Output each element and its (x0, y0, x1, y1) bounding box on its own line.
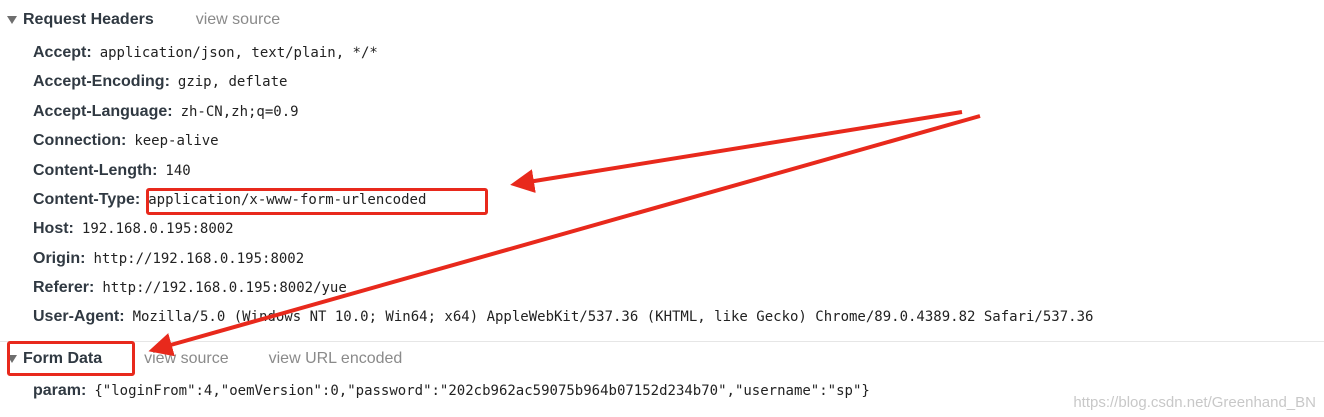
form-data-highlight-box (7, 341, 135, 376)
header-value: 140 (165, 163, 191, 179)
header-name: Connection: (33, 132, 127, 149)
header-row-content-length: Content-Length: 140 (33, 160, 191, 182)
request-headers-title[interactable]: Request Headers (23, 11, 154, 28)
header-name: Accept-Encoding: (33, 73, 170, 90)
header-row-origin: Origin: http://192.168.0.195:8002 (33, 248, 304, 270)
header-value: keep-alive (134, 133, 219, 149)
form-data-row-param: param: {"loginFrom":4,"oemVersion":0,"pa… (33, 380, 870, 402)
header-value: Mozilla/5.0 (Windows NT 10.0; Win64; x64… (132, 309, 1094, 325)
header-value: application/json, text/plain, */* (99, 45, 378, 61)
collapse-triangle-icon[interactable] (7, 16, 17, 24)
header-name: Origin: (33, 250, 86, 267)
form-data-header: Form Data view source view URL encoded (0, 341, 1324, 375)
header-name: Content-Type: (33, 191, 141, 208)
header-value: http://192.168.0.195:8002 (93, 251, 305, 267)
form-data-value: {"loginFrom":4,"oemVersion":0,"password"… (94, 383, 870, 399)
header-value: 192.168.0.195:8002 (81, 221, 234, 237)
header-value: zh-CN,zh;q=0.9 (180, 104, 299, 120)
header-row-accept: Accept: application/json, text/plain, */… (33, 42, 378, 64)
header-name: Accept: (33, 44, 92, 61)
header-name: Content-Length: (33, 162, 158, 179)
form-data-view-url-encoded-link[interactable]: view URL encoded (268, 349, 403, 367)
form-data-view-source-link[interactable]: view source (144, 349, 229, 367)
header-row-referer: Referer: http://192.168.0.195:8002/yue (33, 277, 347, 299)
watermark: https://blog.csdn.net/Greenhand_BN (1073, 394, 1316, 411)
header-name: User-Agent: (33, 308, 125, 325)
form-data-title[interactable]: Form Data (23, 349, 103, 367)
header-value: gzip, deflate (177, 74, 288, 90)
arrow-to-content-type (510, 110, 963, 193)
header-value: http://192.168.0.195:8002/yue (102, 280, 347, 296)
header-row-connection: Connection: keep-alive (33, 130, 219, 152)
header-row-user-agent: User-Agent: Mozilla/5.0 (Windows NT 10.0… (33, 306, 1093, 328)
request-headers-header: Request Headers view source (0, 3, 1324, 37)
request-headers-view-source-link[interactable]: view source (195, 11, 281, 28)
header-name: Host: (33, 220, 74, 237)
header-row-accept-encoding: Accept-Encoding: gzip, deflate (33, 71, 287, 93)
collapse-triangle-icon[interactable] (7, 354, 17, 363)
form-data-name: param: (33, 382, 87, 399)
content-type-highlight-box (146, 188, 488, 215)
header-row-accept-language: Accept-Language: zh-CN,zh;q=0.9 (33, 101, 299, 123)
header-name: Accept-Language: (33, 103, 173, 120)
header-name: Referer: (33, 279, 95, 296)
header-row-host: Host: 192.168.0.195:8002 (33, 218, 234, 240)
